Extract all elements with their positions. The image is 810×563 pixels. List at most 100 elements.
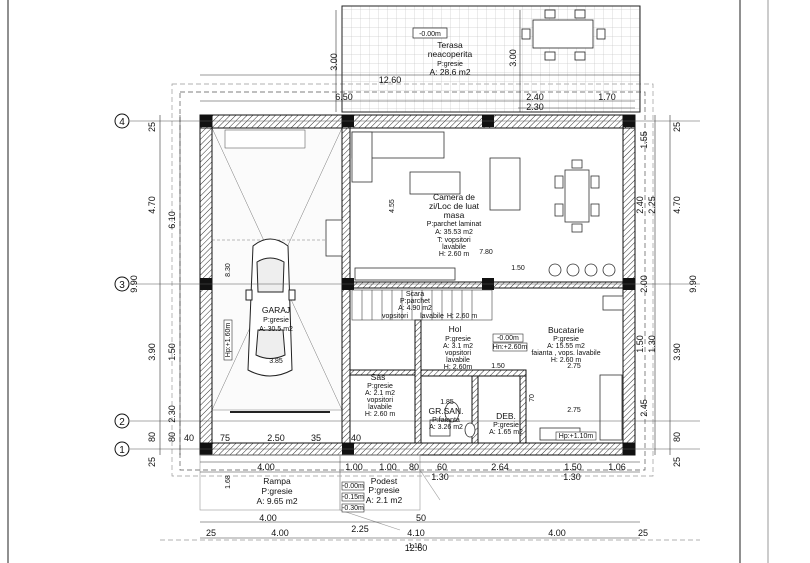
ramp-name: Rampa	[263, 476, 291, 486]
living-name: Camera de	[433, 192, 475, 202]
storage-floor: P:gresie	[493, 422, 519, 429]
hall-height: H: 2.60m	[444, 364, 473, 371]
bath-floor: P:faianta	[432, 417, 460, 424]
sas-height: H: 2.60 m	[365, 411, 396, 418]
dim-b4-b: 4.00	[271, 528, 289, 538]
stairs	[351, 289, 493, 321]
dimension-lines	[159, 10, 671, 539]
kitchen-area: A: 15.55 m2	[547, 343, 585, 350]
dim-top-total: 12.60	[379, 75, 402, 85]
hall-name: Hol	[449, 324, 462, 334]
podest-name: Podest	[371, 476, 398, 486]
axis-4-label: 4	[119, 117, 125, 128]
living-name3: masa	[444, 210, 465, 220]
garage-floor: P:gresie	[263, 317, 289, 324]
sas-floor: P:gresie	[367, 383, 393, 390]
dim-left-f: 1.50	[167, 343, 177, 361]
dim-inner-i: 1.50	[491, 363, 505, 370]
podest-floor: P:gresie	[368, 485, 399, 495]
dim-right-e: 2.25	[647, 196, 657, 214]
dim-right-d: 2.40	[635, 196, 645, 214]
dim-b2-d: 80	[409, 462, 419, 472]
stair-walls: vopsitori	[382, 313, 409, 320]
bath-name: GR.SAN.	[429, 406, 464, 416]
dim-top-terrace-h: 3.00	[329, 53, 339, 71]
car-icon	[245, 238, 296, 377]
dim-b4-d: 4.00	[548, 528, 566, 538]
level-tag-2: Hn:+2.60m	[493, 344, 528, 351]
dim-b2-c: 1.00	[379, 462, 397, 472]
sheet-frame	[7, 0, 769, 563]
dim-left-e: 3.90	[147, 343, 157, 361]
dim-b2-e: 60	[437, 462, 447, 472]
dim-b1-c: 2.50	[267, 433, 285, 443]
level-tag-5: Hp:+1.10m	[559, 433, 594, 440]
dim-top-a: 6.50	[335, 92, 353, 102]
dim-left-g: 2.30	[167, 405, 177, 423]
dim-right-a: 25	[672, 122, 682, 132]
dim-b1-d: 35	[311, 433, 321, 443]
dim-inner-l: 70	[529, 394, 536, 402]
dim-b4-a: 25	[206, 528, 216, 538]
living-walls: T: vopsitori	[437, 237, 471, 244]
sanitary-fixtures	[429, 401, 476, 438]
dim-right-g: 3.90	[672, 343, 682, 361]
sas-walls2: lavabile	[368, 404, 392, 411]
level-tag-3: -0.15m	[342, 494, 364, 501]
ramp-area	[199, 454, 441, 531]
dim-b4-total: 12.60	[405, 543, 428, 553]
terrace-level: -0.00m	[419, 31, 441, 38]
dim-inner-g: 2.75	[567, 363, 581, 370]
axis-bubbles	[114, 113, 130, 457]
dim-inner-d: 3.85	[269, 358, 283, 365]
podest-area: A: 2.1 m2	[366, 495, 403, 505]
dim-b3-f: 2.25	[351, 524, 369, 534]
dim-right-b: 1.55	[639, 131, 649, 149]
stair-name: Scara	[406, 291, 424, 298]
terrace-floor: P:gresie	[437, 61, 463, 68]
dim-left-a: 25	[147, 122, 157, 132]
dim-right-j: 1.30	[647, 335, 657, 353]
axis-1-label: 1	[119, 445, 125, 456]
bath-area: A: 3.26 m2	[429, 424, 463, 431]
dim-top-terrace-h2: 3.00	[508, 49, 518, 67]
stair-floor: P:parchet	[400, 298, 430, 305]
dim-left-d: 9.90	[129, 275, 139, 293]
dim-inner-c: 1.50	[511, 265, 525, 272]
hall-walls2: lavabile	[446, 357, 470, 364]
dim-right-i: 1.50	[635, 335, 645, 353]
axis-3-label: 3	[119, 280, 125, 291]
dim-top-c: 1.70	[598, 92, 616, 102]
dim-right-f: 9.90	[688, 275, 698, 293]
dim-top-d: 2.30	[526, 102, 544, 112]
dim-b3-c: 4.00	[259, 513, 277, 523]
sas-area: A: 2.1 m2	[365, 390, 395, 397]
dim-b4-e: 25	[638, 528, 648, 538]
dim-b1-e: 40	[351, 433, 361, 443]
dim-inner-k: 1.68	[225, 475, 232, 489]
dim-inner-a: 4.55	[389, 199, 396, 213]
ramp-area: A: 9.65 m2	[256, 496, 297, 506]
living-floor: P:parchet laminat	[427, 221, 482, 228]
kitchen-walls: faianta , vops. lavabile	[531, 350, 600, 357]
dim-right-k: 2.45	[639, 399, 649, 417]
dim-inner-n: 1.10	[408, 543, 422, 550]
level-tag-podest-1: -0.00m	[342, 483, 364, 490]
hall-walls: vopsitori	[445, 350, 472, 357]
dim-inner-e: 8.30	[225, 263, 232, 277]
living-walls2: lavabile	[442, 244, 466, 251]
hall-floor: P:gresie	[445, 336, 471, 343]
dim-right-h: 2.00	[639, 275, 649, 293]
dim-b1-b: 75	[220, 433, 230, 443]
dim-left-h: 80	[167, 432, 177, 442]
garage-area: A: 30.5 m2	[259, 326, 293, 333]
hall-area: A: 3.1 m2	[443, 343, 473, 350]
dim-left-j: 80	[147, 432, 157, 442]
garage-name: GARAJ	[262, 305, 290, 315]
dim-top-b: 2.40	[526, 92, 544, 102]
dim-b3-d: 50	[416, 513, 426, 523]
stair-walls2: lavabile	[420, 313, 444, 320]
terrace-name: Terasa	[437, 40, 463, 50]
dim-right-m: 25	[672, 457, 682, 467]
